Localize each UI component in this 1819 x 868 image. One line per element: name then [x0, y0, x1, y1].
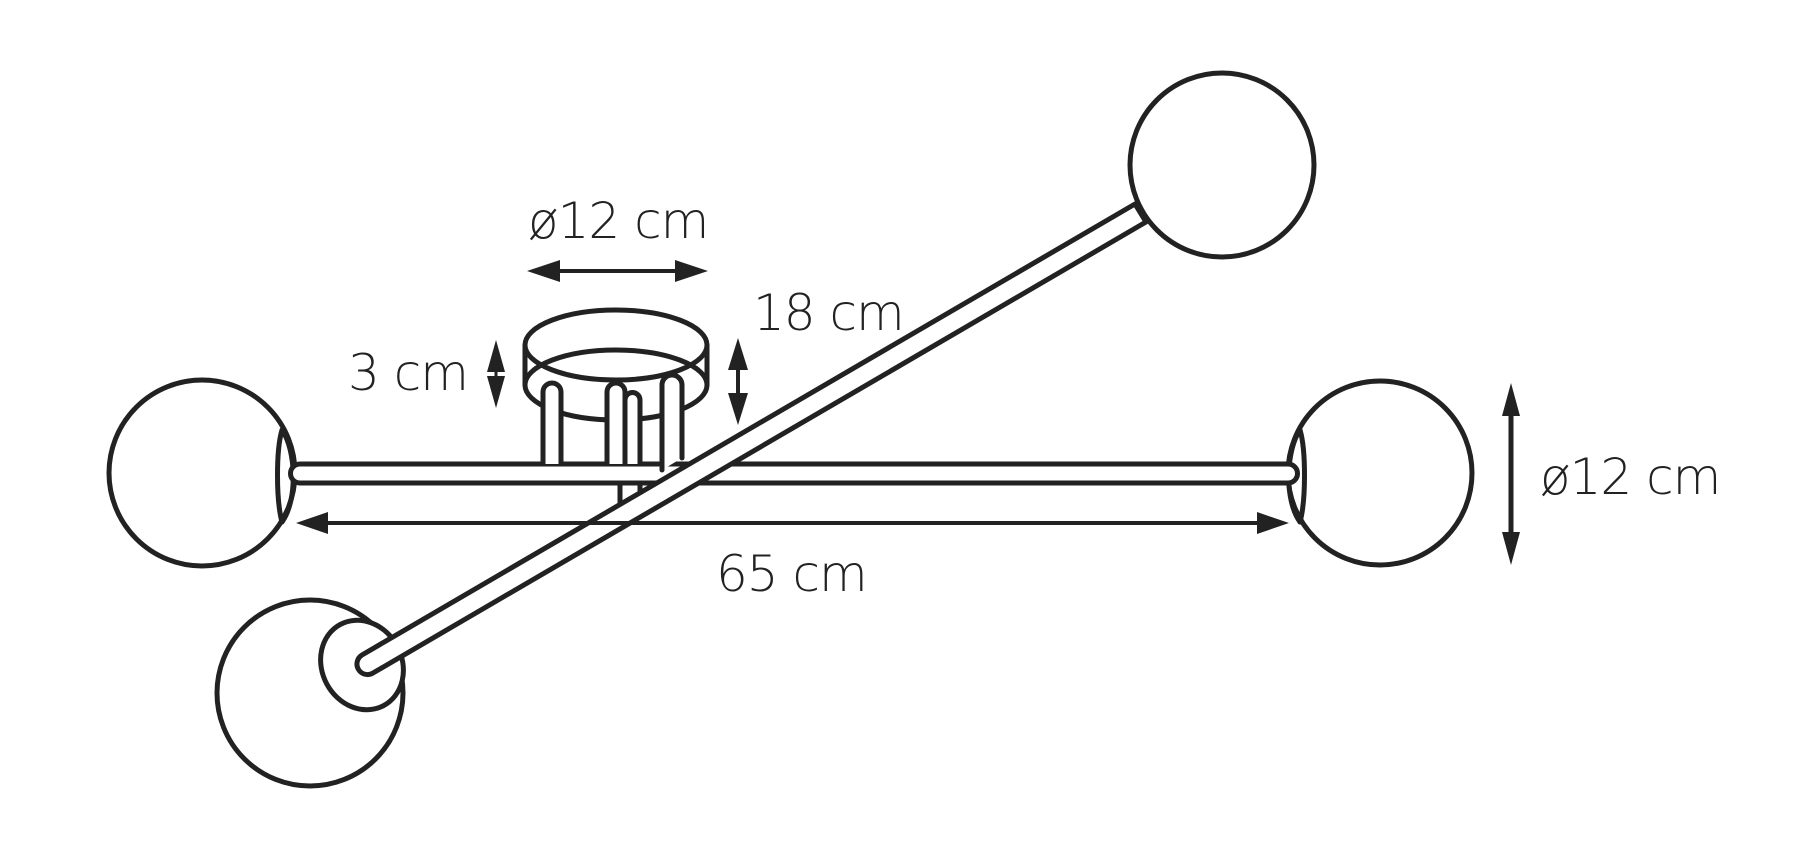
mounting-posts [540, 372, 685, 505]
globe-right [1285, 378, 1475, 568]
horizontal-rod [288, 461, 1300, 486]
diagonal-rod [354, 201, 1149, 678]
globe-bottom-left [214, 597, 406, 789]
total-height-label: 18 cm [753, 284, 905, 342]
canopy-height-arrow [487, 340, 505, 408]
canopy-diameter-arrow [527, 260, 708, 282]
total-width-arrow [296, 512, 1289, 534]
globe-diameter-arrow [1502, 383, 1520, 565]
globe-top-right [1127, 70, 1317, 260]
total-height-arrow [728, 338, 748, 425]
canopy-height-label: 3 cm [348, 344, 469, 402]
globe-diameter-label: ø12 cm [1540, 448, 1721, 506]
globe-left [106, 377, 298, 569]
canopy-diameter-label: ø12 cm [528, 192, 709, 250]
total-width-label: 65 cm [716, 545, 868, 603]
